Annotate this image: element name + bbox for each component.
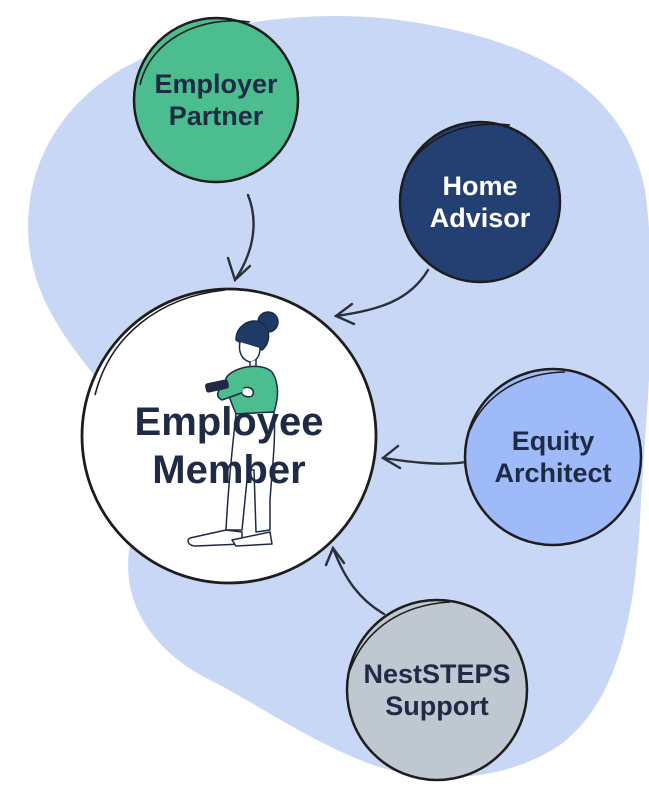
support-sketch-stroke bbox=[349, 601, 451, 671]
equity-architect-circle[interactable] bbox=[463, 367, 643, 547]
arrow-equity-to-member bbox=[381, 456, 468, 465]
nest-steps-support-circle[interactable] bbox=[345, 598, 529, 782]
employee-member-label: Employee Member bbox=[100, 396, 358, 496]
left-shoe bbox=[187, 529, 243, 547]
equity-architect-label: Equity Architect bbox=[465, 415, 641, 499]
hand bbox=[241, 386, 255, 398]
employee-member-circle[interactable] bbox=[80, 287, 378, 585]
employer-partner-label: Employer Partner bbox=[134, 58, 298, 142]
person-holding-phone-illustration bbox=[187, 311, 279, 547]
arrow-employer-to-member bbox=[233, 193, 255, 282]
equity-sketch-stroke bbox=[469, 371, 566, 431]
employee-member-line2: Member bbox=[152, 448, 306, 492]
arrow-support-to-member bbox=[331, 546, 386, 616]
arrows bbox=[226, 193, 468, 616]
pants bbox=[225, 411, 276, 533]
arrowhead-equity bbox=[380, 444, 402, 470]
employer-partner-line2: Partner bbox=[168, 101, 264, 131]
home-sketch-stroke bbox=[403, 123, 511, 176]
home-advisor-line1: Home bbox=[442, 170, 518, 201]
employer-sketch-stroke bbox=[139, 20, 251, 86]
equity-architect-line2: Architect bbox=[494, 458, 612, 488]
employer-partner-circle[interactable] bbox=[132, 16, 300, 184]
arrowhead-employer bbox=[226, 256, 252, 283]
nest-steps-support-line1: NestSTEPS bbox=[363, 658, 511, 689]
home-advisor-circle[interactable] bbox=[398, 120, 562, 284]
right-shoe bbox=[231, 531, 273, 547]
arrow-home-to-member bbox=[334, 268, 430, 318]
arrowhead-support bbox=[324, 545, 346, 567]
home-advisor-label: Home Advisor bbox=[400, 160, 560, 244]
arrowhead-home bbox=[333, 302, 356, 326]
nest-steps-support-line2: Support bbox=[385, 691, 489, 721]
employer-partner-line1: Employer bbox=[154, 68, 278, 99]
employee-member-line1: Employee bbox=[134, 400, 324, 444]
center-sketch-stroke bbox=[94, 289, 226, 396]
phone bbox=[205, 379, 229, 393]
nest-steps-support-label: NestSTEPS Support bbox=[347, 648, 527, 732]
home-advisor-line2: Advisor bbox=[429, 203, 531, 233]
equity-architect-line1: Equity bbox=[511, 425, 595, 456]
